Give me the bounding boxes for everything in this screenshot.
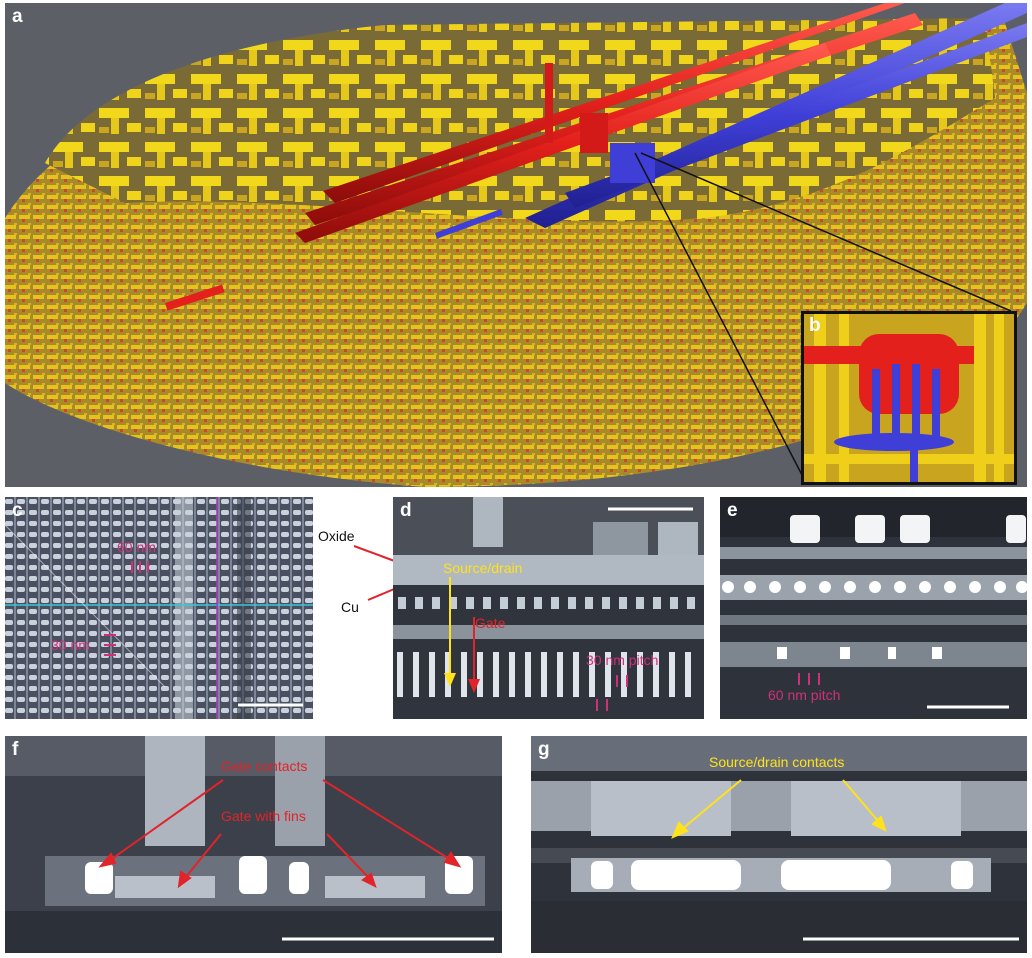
annotation-60nm-pitch: 60 nm pitch [768, 687, 841, 703]
annotation-gate-with-fins: Gate with fins [221, 808, 306, 824]
panel-a: a b [5, 3, 1027, 487]
panel-label-e: e [727, 500, 738, 521]
panel-c-image [5, 497, 313, 719]
panel-label-g: g [538, 739, 550, 760]
panel-label-b: b [809, 315, 821, 336]
panel-label-f: f [12, 739, 19, 760]
panel-a-render [5, 3, 1027, 487]
annotation-30nm-pitch: 30 nm pitch [586, 652, 659, 668]
annotation-60nm: 60 nm [117, 539, 156, 555]
panel-b-inset: b [801, 311, 1017, 485]
annotation-30nm: 30 nm [51, 637, 90, 653]
panel-b-render [804, 314, 1014, 482]
annotation-source-drain-contacts: Source/drain contacts [709, 754, 845, 770]
panel-g: g Source/drain contacts [531, 736, 1027, 953]
panel-g-image [531, 736, 1027, 953]
panel-label-c: c [12, 500, 23, 521]
annotation-gate: Gate [475, 615, 506, 631]
panel-e-image [720, 497, 1027, 719]
panel-d-image [393, 497, 704, 719]
label-oxide: Oxide [318, 528, 355, 544]
panel-d: d Source/drain Gate 30 nm pitch [393, 497, 704, 719]
annotation-source-drain: Source/drain [443, 560, 523, 576]
panel-e: e 60 nm pitch [720, 497, 1027, 719]
panel-label-d: d [400, 500, 412, 521]
annotation-gate-contacts: Gate contacts [221, 758, 308, 774]
panel-c: c 60 nm 30 nm [5, 497, 313, 719]
label-cu: Cu [341, 599, 359, 615]
panel-f: f Gate contacts Gate with fins [5, 736, 502, 953]
panel-label-a: a [12, 6, 23, 27]
panel-f-image [5, 736, 502, 953]
